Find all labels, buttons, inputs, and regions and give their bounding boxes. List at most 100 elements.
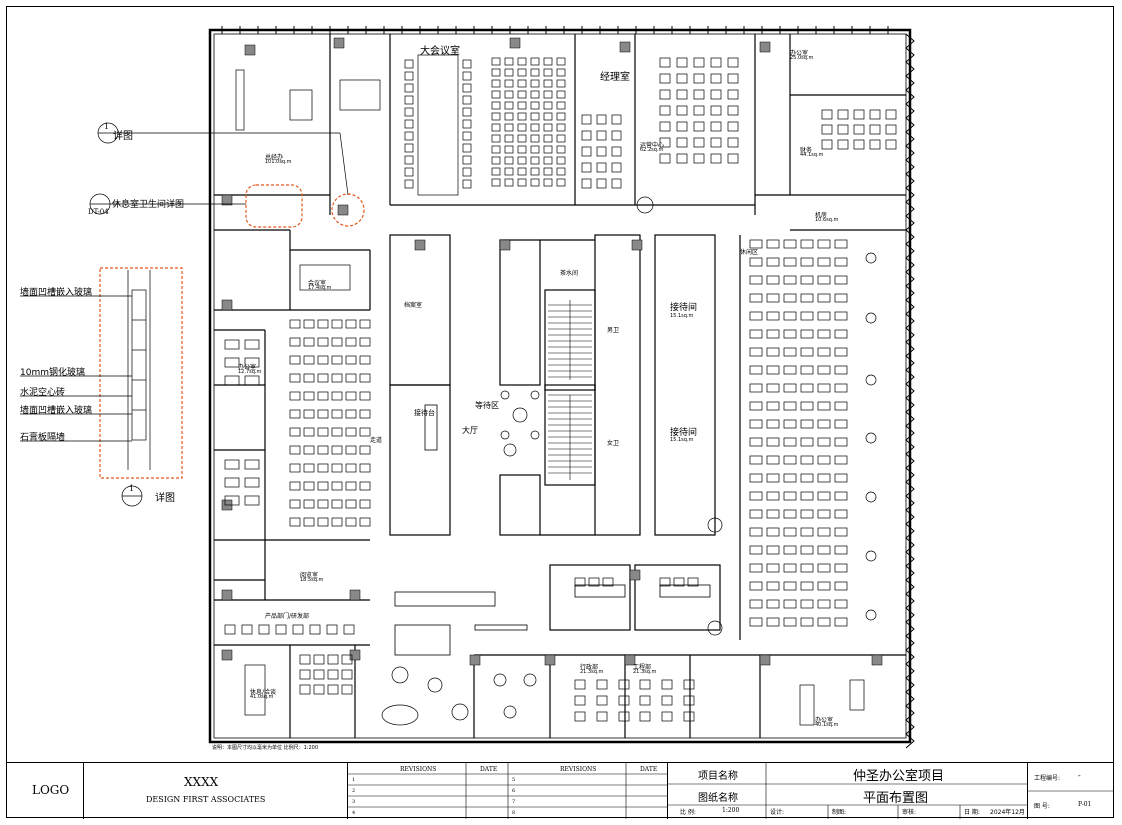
- desk: [749, 527, 763, 537]
- area-5: 10.6sq.m: [815, 217, 839, 223]
- desk: [766, 347, 780, 357]
- desk: [783, 275, 797, 285]
- auditorium-seat: [517, 68, 527, 77]
- desk: [817, 563, 831, 573]
- auditorium-seat: [517, 79, 527, 88]
- room-product: 产品部门/研发部: [265, 613, 310, 620]
- desk: [885, 109, 897, 120]
- auditorium-seat: [504, 79, 514, 88]
- auditorium-seat: [491, 123, 501, 132]
- desk: [299, 654, 311, 665]
- desk: [618, 679, 630, 690]
- auditorium-seat: [491, 79, 501, 88]
- desk: [303, 445, 315, 455]
- desk: [611, 178, 622, 189]
- room-reading: 阅览室: [300, 572, 319, 579]
- workstations: [224, 57, 897, 722]
- auditorium-seat: [504, 145, 514, 154]
- date-hdr2: DATE: [640, 766, 658, 773]
- desk: [611, 162, 622, 173]
- room-finance: 财务: [800, 147, 813, 154]
- desk: [639, 679, 651, 690]
- desk: [303, 355, 315, 365]
- drawing-frame: [6, 6, 1114, 818]
- desk: [581, 178, 592, 189]
- desk: [292, 624, 304, 635]
- desk: [800, 545, 814, 555]
- auditorium-seat: [530, 156, 540, 165]
- desk: [766, 293, 780, 303]
- revision-grid: [348, 763, 668, 819]
- title-block: LOGO XXXX DESIGN FIRST ASSOCIATES REVISI…: [6, 762, 1114, 819]
- desk: [885, 139, 897, 150]
- desk: [317, 355, 329, 365]
- auditorium-seat: [504, 134, 514, 143]
- desk: [749, 365, 763, 375]
- desk: [783, 257, 797, 267]
- desk: [834, 527, 848, 537]
- scale-value: 1:200: [722, 807, 740, 814]
- desk: [345, 517, 357, 527]
- desk: [800, 599, 814, 609]
- desk: [289, 391, 301, 401]
- desk: [834, 491, 848, 501]
- desk: [853, 124, 865, 135]
- callout2-num: DT-04: [88, 208, 109, 216]
- desk: [749, 347, 763, 357]
- desk: [821, 139, 833, 150]
- desk: [687, 577, 699, 587]
- area-9: 41.0sq.m: [250, 694, 274, 700]
- sheet-no-label: 图 号:: [1034, 803, 1050, 810]
- auditorium-seat: [517, 101, 527, 110]
- desk: [817, 401, 831, 411]
- auditorium-seat: [530, 79, 540, 88]
- column: [759, 41, 771, 53]
- desk: [331, 445, 343, 455]
- desk: [783, 311, 797, 321]
- desk: [783, 401, 797, 411]
- desk: [574, 679, 586, 690]
- desk: [727, 137, 739, 148]
- auditorium-seat: [543, 178, 553, 187]
- auditorium-seat: [530, 68, 540, 77]
- desk: [331, 319, 343, 329]
- desk: [766, 383, 780, 393]
- desk: [693, 105, 705, 116]
- meeting-table: [417, 54, 459, 196]
- desk: [289, 319, 301, 329]
- desk: [800, 527, 814, 537]
- project-no-value: -: [1078, 771, 1081, 780]
- desk: [817, 437, 831, 447]
- desk: [749, 419, 763, 429]
- desk: [834, 329, 848, 339]
- desk: [618, 695, 630, 706]
- desk: [309, 624, 321, 635]
- desk: [676, 153, 688, 164]
- desk: [727, 73, 739, 84]
- callout1-text: 详图: [113, 131, 133, 142]
- chair: [404, 71, 414, 81]
- auditorium-seat: [491, 57, 501, 66]
- desk: [834, 455, 848, 465]
- desk: [710, 57, 722, 68]
- rev-num: 2: [352, 788, 356, 794]
- desk: [596, 114, 607, 125]
- desk: [359, 463, 371, 473]
- desk: [359, 391, 371, 401]
- desk: [800, 473, 814, 483]
- desk: [317, 463, 329, 473]
- room-rest: 休息/洽谈: [250, 689, 277, 696]
- chair: [404, 143, 414, 153]
- desk: [783, 581, 797, 591]
- detail-section: [20, 122, 349, 507]
- desk: [727, 121, 739, 132]
- desk: [303, 337, 315, 347]
- desk: [244, 495, 260, 506]
- auditorium-seat: [517, 123, 527, 132]
- desk: [766, 599, 780, 609]
- desk: [289, 481, 301, 491]
- auditorium-seat: [556, 145, 566, 154]
- desk: [749, 617, 763, 627]
- column: [414, 239, 426, 251]
- desk: [317, 517, 329, 527]
